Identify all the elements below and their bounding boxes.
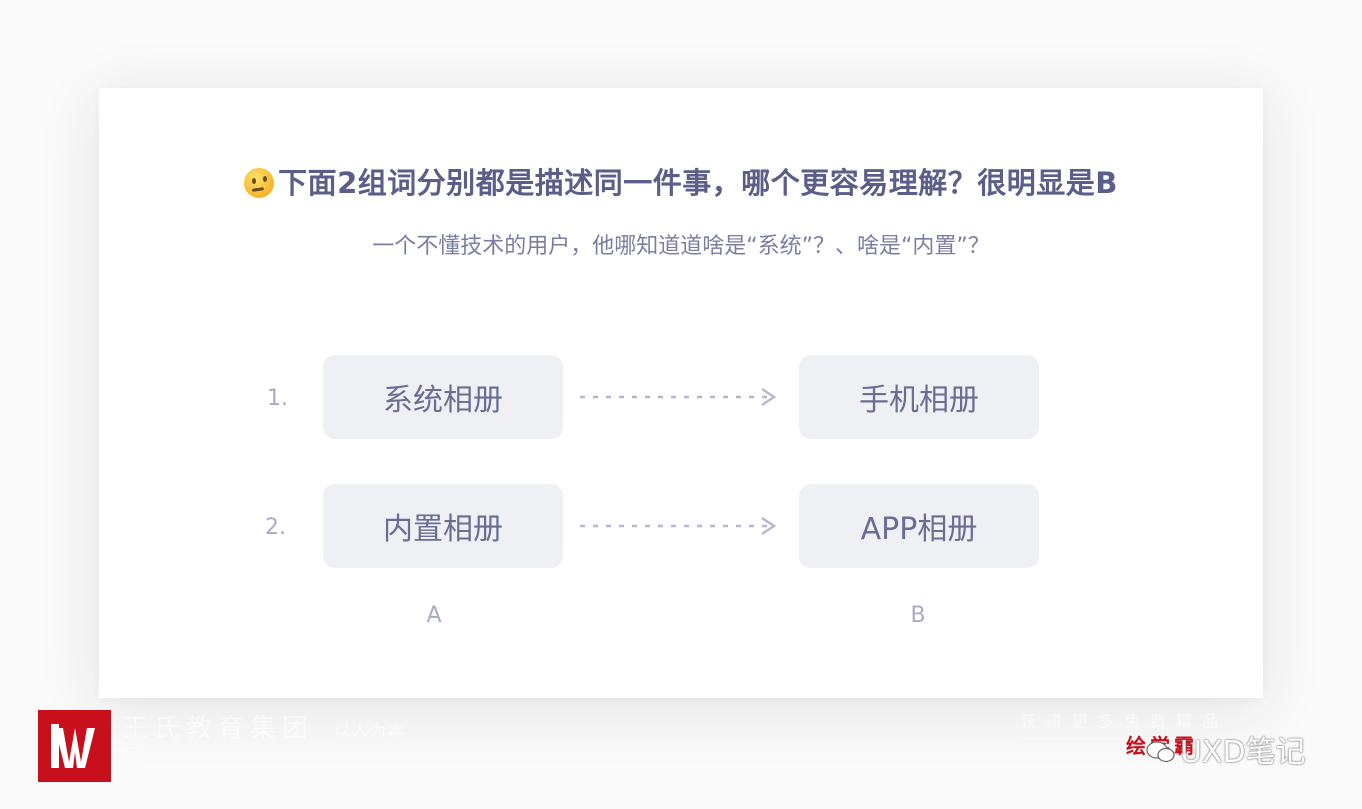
- row-number-2: 2.: [265, 515, 286, 540]
- watermark-divider: [122, 748, 414, 749]
- page-title: 下面2组词分别都是描述同一件事，哪个更容易理解？很明显是B: [0, 160, 1362, 202]
- watermark-right-text: 获得更多免费精品: [1020, 712, 1229, 731]
- subtitle: 一个不懂技术的用户，他哪知道道啥是“系统”？、啥是“内置”？: [372, 234, 990, 259]
- row-number-1: 1.: [267, 386, 288, 411]
- thinking-face-icon: [244, 168, 275, 198]
- watermark-right-divider: [1020, 738, 1260, 739]
- watermark-slogan: 以人为本: [334, 721, 407, 740]
- term-box-2b: APP相册: [799, 484, 1039, 568]
- wechat-icon: [1146, 741, 1175, 763]
- column-label-a: A: [426, 603, 442, 628]
- title-text: 下面2组词分别都是描述同一件事，哪个更容易理解？很明显是B: [278, 166, 1118, 200]
- dashed-arrow-icon: [580, 516, 777, 536]
- brand-latin: UXD笔记: [1180, 735, 1306, 770]
- logo-icon: [38, 710, 111, 782]
- watermark-org-name: 王氏教育集团: [122, 714, 315, 744]
- column-label-b: B: [910, 603, 926, 628]
- term-box-2a: 内置相册: [323, 484, 563, 568]
- content-card: [99, 88, 1263, 698]
- term-box-1a: 系统相册: [323, 355, 563, 439]
- term-box-1b: 手机相册: [799, 355, 1039, 439]
- dashed-arrow-icon: [580, 387, 777, 407]
